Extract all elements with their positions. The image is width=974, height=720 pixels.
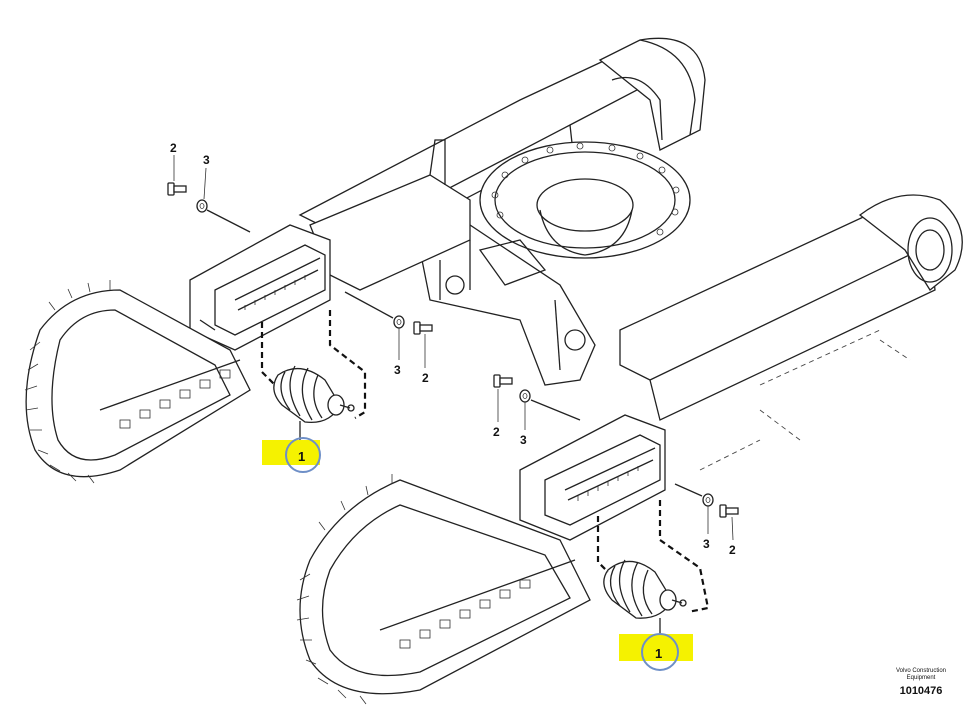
label-bolt-top-left: 2 xyxy=(170,141,177,155)
bolt-holes xyxy=(491,142,680,236)
washer-middle-left xyxy=(344,291,405,360)
label-bolt-middle-right: 2 xyxy=(493,425,500,439)
undercarriage-frame xyxy=(298,37,963,471)
figure-caption: Volvo Construction Equipment 1010476 xyxy=(882,668,960,697)
left-track-frame xyxy=(189,224,331,351)
bolt-lower-right xyxy=(719,504,739,541)
callout-circle-left xyxy=(285,437,321,473)
track-frame-holes-right xyxy=(577,466,639,501)
roller-callout-left: 1 xyxy=(262,421,321,473)
track-frame-holes-left xyxy=(244,275,306,310)
figure-number: 1010476 xyxy=(899,685,943,697)
label-roller-left: 1 xyxy=(298,449,305,464)
left-track-treads xyxy=(24,280,231,484)
left-track-roller xyxy=(260,310,367,424)
bolt-top-left xyxy=(167,155,187,196)
label-bolt-lower-right: 2 xyxy=(729,543,736,557)
label-washer-middle-right: 3 xyxy=(520,433,527,447)
brand-line-2: Equipment xyxy=(906,675,936,681)
label-bolt-middle-left: 2 xyxy=(422,371,429,385)
label-washer-middle-left: 3 xyxy=(394,363,401,377)
label-washer-lower-right: 3 xyxy=(703,537,710,551)
washer-top-left xyxy=(196,167,251,233)
right-rubber-track xyxy=(296,474,591,705)
washer-lower-right xyxy=(674,483,714,534)
highlight-right xyxy=(619,634,693,661)
label-roller-right: 1 xyxy=(655,646,662,661)
bolt-middle-right xyxy=(493,374,513,422)
right-track-frame xyxy=(519,414,666,541)
callout-circle-right xyxy=(641,633,679,671)
roller-callout-right: 1 xyxy=(619,618,693,671)
bolt-middle-left xyxy=(413,321,433,368)
callout-labels: 2 3 3 2 2 3 3 2 xyxy=(170,141,736,557)
brand-line-1: Volvo Construction xyxy=(895,668,947,674)
right-track-treads xyxy=(296,474,531,705)
right-track-roller xyxy=(596,500,710,619)
washer-middle-right xyxy=(519,389,581,430)
left-rubber-track xyxy=(24,280,251,484)
label-washer-top-left: 3 xyxy=(203,153,210,167)
